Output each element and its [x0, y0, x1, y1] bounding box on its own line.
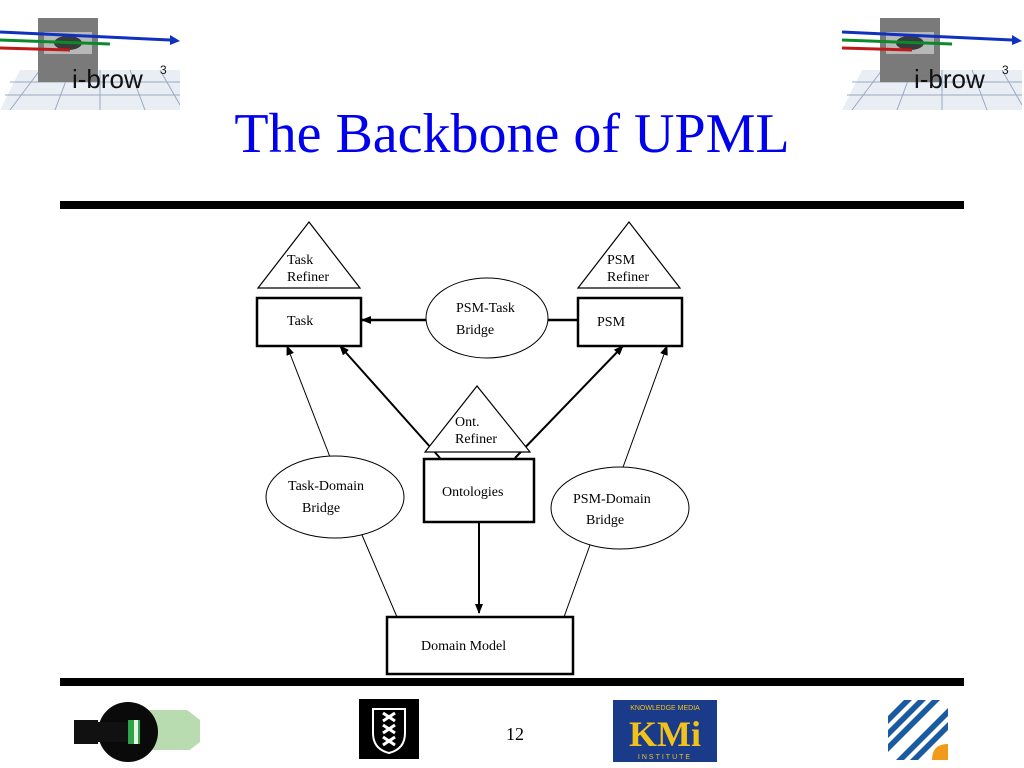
- uva-crest-logo: [359, 699, 419, 759]
- svg-text:Bridge: Bridge: [456, 323, 494, 338]
- green-block-logo: [74, 700, 200, 762]
- svg-text:Bridge: Bridge: [302, 501, 340, 516]
- blue-arrow: [0, 30, 171, 42]
- task-domain-to-task-arrow: [286, 345, 331, 458]
- svg-text:3: 3: [1002, 63, 1009, 77]
- svg-text:PSM-Domain: PSM-Domain: [573, 492, 651, 507]
- kmi-top-text: KNOWLEDGE MEDIA: [630, 705, 700, 712]
- kmi-bottom-text: INSTITUTE: [638, 754, 692, 761]
- svg-text:PSM-Task: PSM-Task: [456, 301, 515, 316]
- task-domain-bridge-node: Task-Domain Bridge: [265, 455, 405, 539]
- psm-task-bridge-node: PSM-Task Bridge: [425, 277, 549, 359]
- ontologies-to-task-arrow: [339, 345, 441, 459]
- kmi-logo: KNOWLEDGE MEDIA KMi INSTITUTE: [613, 700, 717, 762]
- svg-text:PSM: PSM: [607, 253, 636, 268]
- svg-text:Bridge: Bridge: [586, 513, 624, 528]
- page-number: 12: [506, 724, 524, 744]
- task-node: Task: [255, 296, 363, 348]
- svg-text:Ont.: Ont.: [455, 415, 480, 430]
- svg-text:Ontologies: Ontologies: [442, 485, 503, 500]
- psm-refiner-node: PSM Refiner: [576, 221, 682, 289]
- connectors: [286, 316, 668, 618]
- kmi-main-text: KMi: [629, 714, 701, 754]
- svg-text:Domain Model: Domain Model: [421, 639, 506, 654]
- blue-arrow: [842, 30, 1013, 42]
- bottom-divider: [60, 678, 964, 686]
- psm-domain-bridge-node: PSM-Domain Bridge: [550, 466, 690, 550]
- svg-text:Task: Task: [287, 314, 313, 329]
- svg-text:Refiner: Refiner: [607, 270, 649, 285]
- svg-text:3: 3: [160, 63, 167, 77]
- ibrow-logo-right: i-brow 3: [842, 18, 1022, 110]
- task-domain-to-domain-line: [361, 534, 398, 618]
- task-refiner-node: Task Refiner: [256, 221, 362, 289]
- svg-text:PSM: PSM: [597, 315, 626, 330]
- psm-domain-to-psm-arrow: [621, 345, 668, 471]
- svg-text:Refiner: Refiner: [455, 432, 497, 447]
- svg-text:Task: Task: [287, 253, 313, 268]
- domain-model-node: Domain Model: [385, 615, 575, 676]
- striped-corner-logo: [888, 700, 948, 760]
- psm-node: PSM: [576, 296, 684, 348]
- ibrow-logo-left: i-brow 3: [0, 18, 180, 110]
- ibrow-logo-text: i-brow: [72, 64, 143, 94]
- ontologies-node: Ontologies: [422, 457, 536, 524]
- svg-text:Task-Domain: Task-Domain: [288, 479, 364, 494]
- ont-refiner-node: Ont. Refiner: [423, 385, 532, 453]
- svg-text:Refiner: Refiner: [287, 270, 329, 285]
- psm-domain-to-domain-line: [563, 544, 591, 618]
- ibrow-logo-text: i-brow: [914, 64, 985, 94]
- slide-title: The Backbone of UPML: [234, 103, 790, 165]
- ontologies-to-psm-arrow: [514, 345, 624, 459]
- top-divider: [60, 201, 964, 209]
